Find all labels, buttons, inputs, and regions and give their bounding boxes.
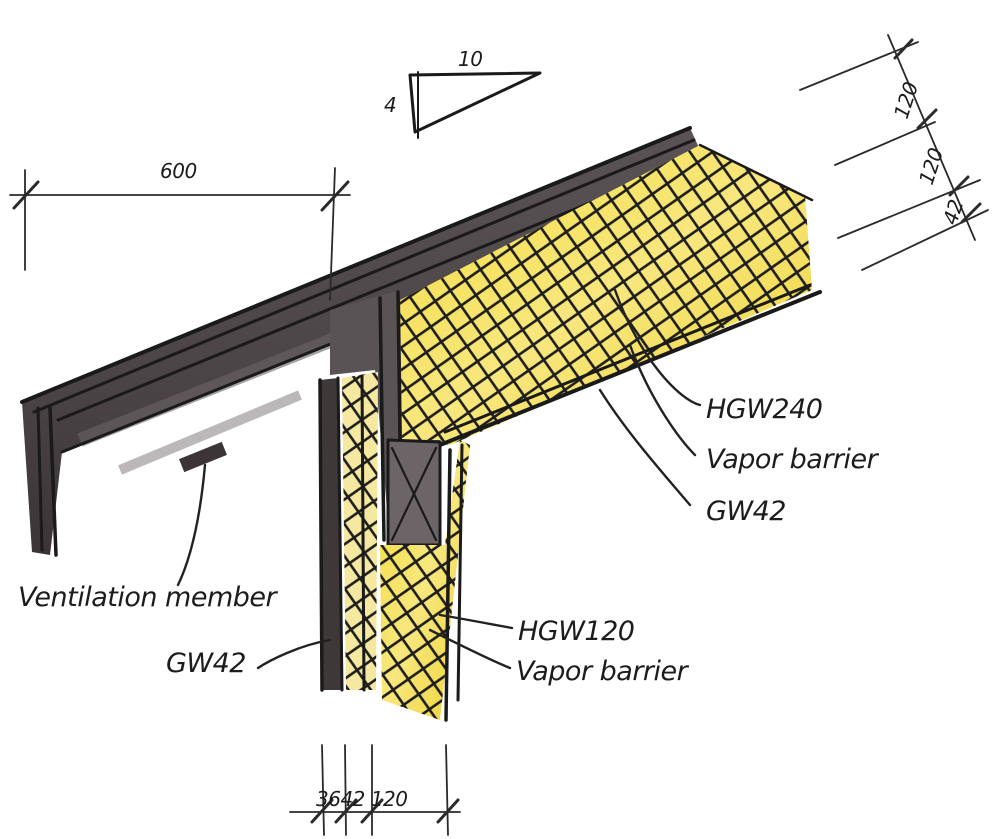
wall-layers-dimension: 3642 120 <box>289 744 461 836</box>
slope-rise-label: 4 <box>384 93 396 117</box>
roof-layer-dim-3: 42 <box>938 197 968 228</box>
wall-assembly <box>318 372 470 722</box>
roof-board-label: GW42 <box>706 496 786 527</box>
ventilation-member-label: Ventilation member <box>18 582 279 613</box>
roof-insulation-label: HGW240 <box>706 394 822 425</box>
callouts: HGW240 Vapor barrier GW42 Ventilation me… <box>18 394 880 687</box>
roof-insulation-layer <box>400 143 822 447</box>
spacing-dimension: 600 <box>9 159 351 301</box>
roof-layer-dim-1: 120 <box>889 79 923 121</box>
wall-board-label: GW42 <box>166 648 246 679</box>
spacing-dimension-label: 600 <box>160 159 197 183</box>
roof-vapor-barrier-label: Vapor barrier <box>706 444 880 475</box>
wall-top-plate <box>330 290 442 547</box>
roof-layer-dim-2: 120 <box>914 145 948 187</box>
wall-vapor-barrier-label: Vapor barrier <box>516 656 690 687</box>
wall-layers-dimension-label: 3642 120 <box>316 787 407 811</box>
slope-indicator: 10 4 <box>384 47 542 139</box>
wall-insulation-label: HGW120 <box>518 616 634 647</box>
roof-layers-dimension: 120 120 42 <box>799 34 989 271</box>
slope-run-label: 10 <box>458 47 482 71</box>
leader-lines <box>176 288 702 670</box>
